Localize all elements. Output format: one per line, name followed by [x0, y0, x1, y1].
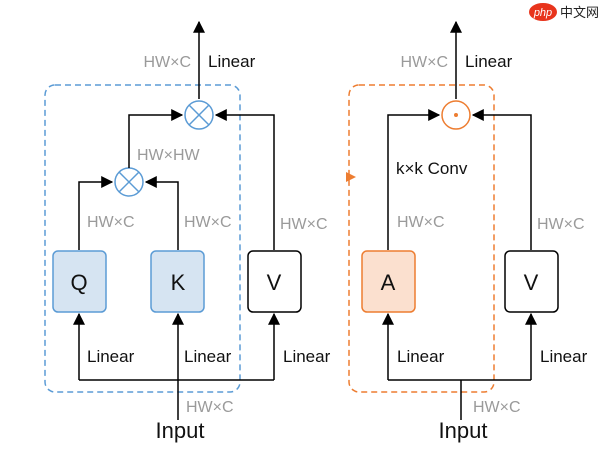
conv-label: k×k Conv [396, 159, 468, 178]
v-linear-label-right: Linear [540, 347, 588, 366]
conv-attention-module-border [348, 84, 495, 393]
a-box: A [361, 250, 416, 313]
k-box: K [150, 250, 205, 313]
left-v-label: V [267, 270, 282, 295]
q-linear-label: Linear [87, 347, 135, 366]
left-input-label: Input [156, 418, 205, 443]
watermark-badge: php [533, 7, 552, 19]
left-v-dim-label: HW×C [280, 216, 328, 233]
k-linear-label: Linear [184, 347, 232, 366]
lower-matmul-icon [114, 167, 144, 197]
left-top-dim-label: HW×C [143, 54, 191, 71]
self-attention-module-border [44, 84, 241, 393]
left-top-linear-label: Linear [208, 52, 256, 71]
left-k-dim-label: HW×C [184, 214, 232, 231]
v-linear-label-left: Linear [283, 347, 331, 366]
watermark-text: 中文网 [560, 5, 599, 20]
watermark-logo: php 中文网 [529, 3, 599, 21]
right-top-dim-label: HW×C [400, 54, 448, 71]
a-label: A [381, 270, 396, 295]
q-label: Q [70, 270, 87, 295]
right-v-label: V [524, 270, 539, 295]
a-linear-label: Linear [397, 347, 445, 366]
right-input-label: Input [439, 418, 488, 443]
q-box: Q [52, 250, 107, 313]
left-input-dim-label: HW×C [186, 399, 234, 416]
left-v-box: V [247, 250, 302, 313]
left-q-dim-label: HW×C [87, 214, 135, 231]
hadamard-product-icon [441, 100, 471, 130]
right-top-linear-label: Linear [465, 52, 513, 71]
top-matmul-icon [184, 100, 214, 130]
right-v-dim-label: HW×C [537, 216, 585, 233]
k-label: K [171, 270, 186, 295]
right-input-dim-label: HW×C [473, 399, 521, 416]
left-mid-dim-label: HW×HW [137, 147, 201, 164]
right-v-box: V [504, 250, 559, 313]
right-a-dim-label: HW×C [397, 214, 445, 231]
